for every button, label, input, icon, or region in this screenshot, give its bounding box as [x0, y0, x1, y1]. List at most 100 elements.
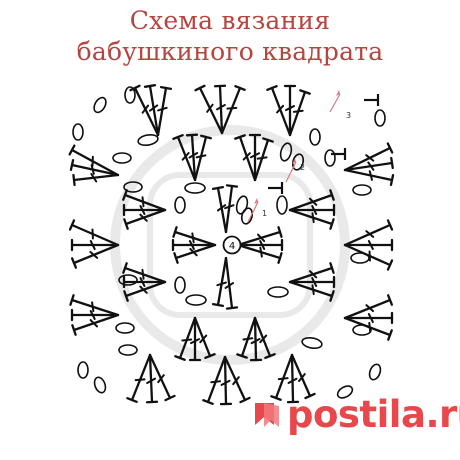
stitch-crossbar	[256, 156, 268, 160]
stitch-stem	[253, 316, 272, 358]
chain-stitch-oval	[350, 252, 370, 264]
double-crochet-symbol	[145, 353, 159, 404]
stitch-crossbar	[139, 213, 148, 222]
stitch-stem	[70, 298, 120, 317]
chain-stitch-oval	[118, 274, 138, 286]
double-crochet-symbol	[123, 208, 167, 230]
stitch-top-bar	[329, 218, 335, 230]
stitch-crossbar	[188, 151, 199, 159]
stitch-top-bar	[262, 137, 274, 143]
round-arrow	[247, 201, 259, 223]
stitch-stem	[193, 135, 208, 182]
double-crochet-symbol	[236, 238, 284, 252]
stitch-stem	[123, 193, 167, 212]
double-crochet-symbol	[234, 134, 257, 182]
double-crochet-symbol	[236, 316, 257, 359]
watermark-text: postila.ru	[287, 392, 460, 436]
stitch-crossbar	[226, 106, 238, 110]
stitch-stem	[148, 353, 172, 400]
double-crochet-symbol	[253, 316, 276, 359]
stitch-crossbar	[139, 205, 146, 215]
stitch-top-bar	[234, 134, 246, 140]
stitch-crossbar	[134, 378, 146, 382]
double-crochet-symbol	[172, 134, 197, 182]
stitch-top-bar	[172, 226, 178, 238]
double-crochet-symbol	[68, 144, 120, 177]
double-crochet-symbol	[126, 353, 152, 404]
stitch-stem	[70, 223, 120, 247]
stitch-top-bar	[299, 89, 311, 95]
double-crochet-symbol	[129, 84, 160, 137]
stitch-top-bar	[386, 259, 394, 271]
chain-stitch-oval	[352, 184, 372, 196]
stitch-crossbar	[217, 204, 227, 212]
chain-stitch-oval	[137, 133, 159, 147]
double-crochet-symbol	[171, 238, 217, 252]
stitch-crossbar	[148, 104, 159, 112]
round-number-2: 2	[300, 163, 305, 172]
stitch-top-bar	[126, 396, 138, 404]
double-crochet-symbol	[72, 173, 120, 187]
stitch-top-bar	[211, 303, 225, 307]
stitch-top-bar	[200, 134, 212, 140]
stitch-top-bar	[123, 290, 129, 302]
chain-stitch-oval	[235, 195, 249, 215]
chain-stitch-oval	[174, 196, 186, 214]
stitch-crossbar	[188, 240, 195, 250]
double-crochet-symbol	[213, 84, 227, 135]
chain-stitch-oval	[115, 322, 135, 334]
stitch-top-bar	[68, 219, 76, 231]
stitch-crossbar	[250, 152, 260, 159]
stitch-stem	[238, 135, 257, 182]
stitch-stem	[223, 355, 228, 406]
stitch-stem	[148, 353, 154, 404]
double-crochet-symbol	[220, 84, 246, 135]
stitch-crossbar	[90, 173, 98, 183]
stitch-top-bar	[304, 392, 316, 400]
stitch-stem	[288, 193, 334, 212]
stitch-crossbar	[367, 313, 374, 323]
stitch-stem	[72, 313, 120, 332]
stitch-crossbar	[191, 232, 195, 244]
chain-stitch-oval	[174, 276, 186, 294]
stitch-crossbar	[287, 377, 298, 384]
stitch-stem	[343, 146, 392, 172]
stitch-crossbar	[311, 277, 318, 287]
stitch-crossbar	[206, 103, 214, 113]
stitch-stem	[288, 90, 307, 137]
double-crochet-symbol	[193, 316, 216, 359]
stitch-stem	[253, 316, 258, 362]
stitch-top-bar	[277, 252, 283, 264]
stitch-crossbar	[259, 246, 263, 258]
stitch-top-bar	[122, 189, 128, 201]
stitch-crossbar	[285, 105, 295, 112]
stitch-top-bar	[173, 252, 179, 264]
stitch-crossbar	[89, 250, 99, 259]
stitch-top-bar	[389, 173, 395, 187]
double-crochet-symbol	[219, 355, 233, 406]
stitch-stem	[173, 230, 217, 247]
stitch-crossbar	[311, 284, 315, 296]
stitch-crossbar	[298, 373, 306, 382]
double-crochet-symbol	[253, 137, 274, 182]
double-crochet-symbol	[148, 353, 176, 402]
round-number-1: 1	[262, 209, 267, 218]
stitch-crossbar	[250, 338, 261, 345]
stitch-crossbar	[277, 377, 289, 381]
double-crochet-symbol	[249, 316, 263, 362]
stitch-crossbar	[90, 164, 95, 175]
stitch-crossbar	[91, 301, 95, 313]
stitch-top-bar	[204, 353, 216, 359]
chain-stitch-oval	[291, 153, 305, 171]
double-crochet-symbol	[185, 133, 199, 182]
stitch-crossbar	[199, 334, 208, 344]
stitch-crossbar	[139, 277, 146, 287]
double-crochet-symbol	[343, 168, 395, 187]
double-crochet-symbol	[70, 308, 120, 322]
stitch-crossbar	[276, 104, 285, 114]
stitch-stem	[288, 208, 334, 226]
stitch-stem	[130, 353, 152, 402]
chain-stitch-oval	[185, 294, 207, 306]
stitch-stem	[274, 353, 294, 400]
stitch-stem	[178, 316, 197, 360]
